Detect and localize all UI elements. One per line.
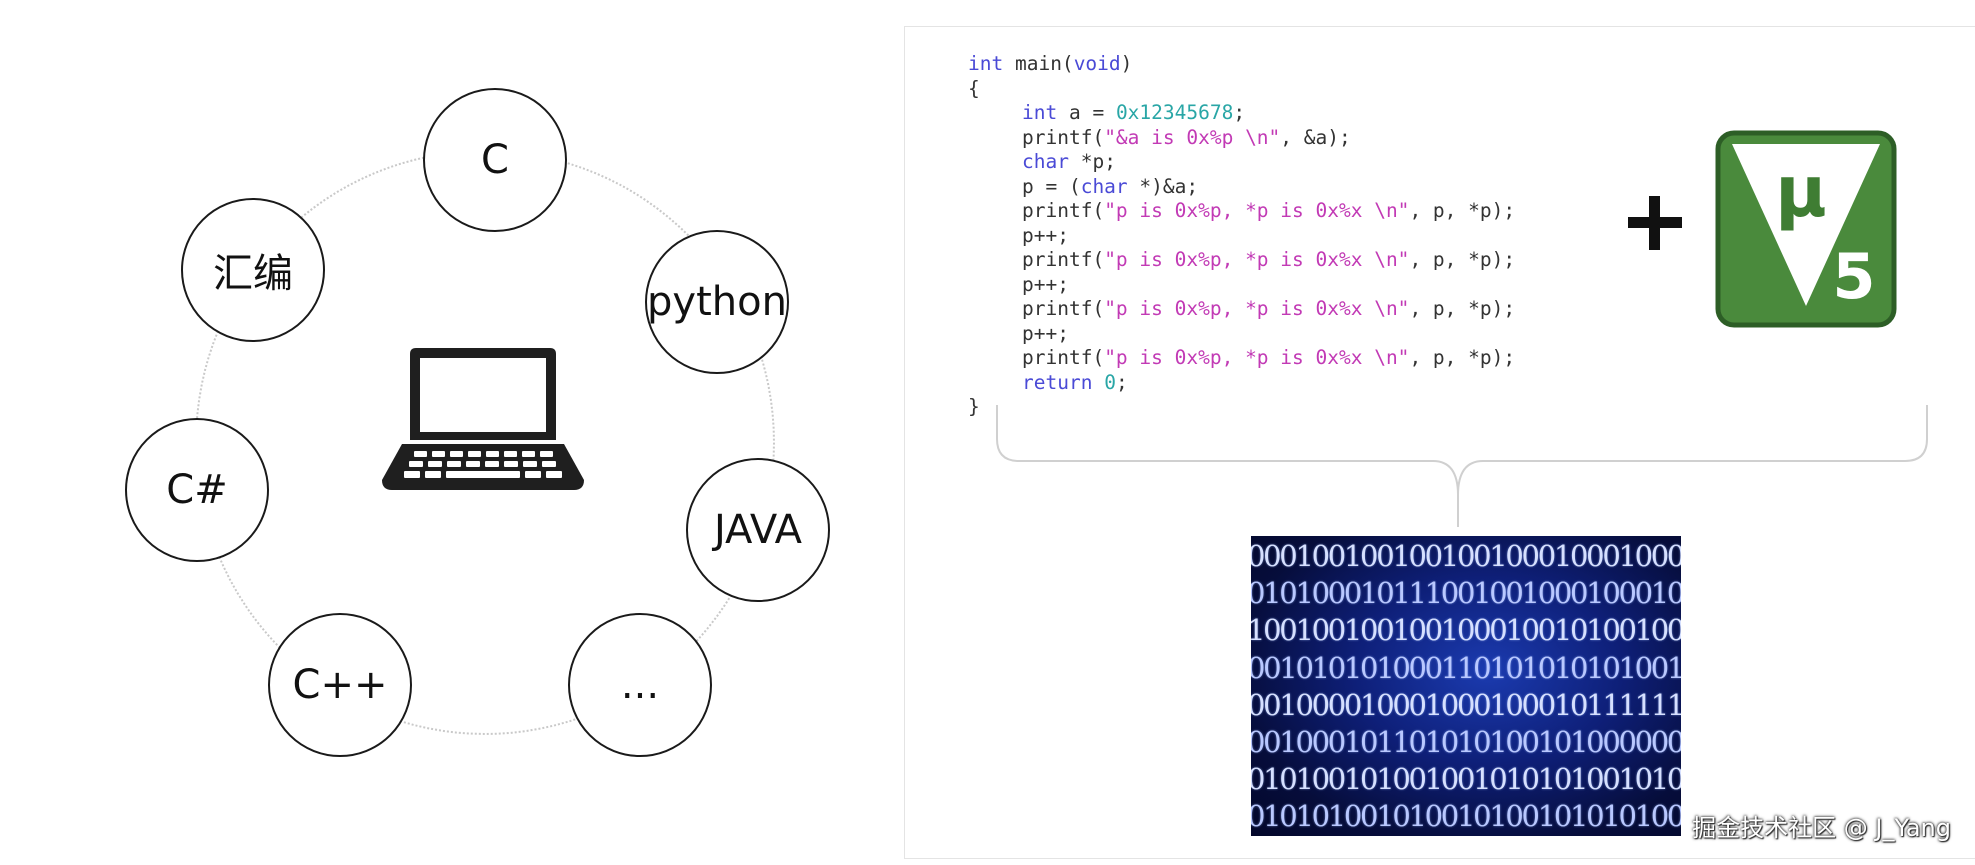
binary-row: 01010010100100101010100101010 — [1251, 762, 1681, 797]
laptop-icon — [382, 348, 584, 490]
lang-label-java: JAVA — [713, 507, 803, 553]
lang-node-java: JAVA — [686, 458, 830, 602]
code-line-5: char *p; — [1022, 150, 1116, 173]
code-line-3: int a = 0x12345678; — [1022, 101, 1246, 124]
binary-row: 00101010100011010101010100101 — [1251, 650, 1681, 685]
curly-brace-connector — [996, 405, 1928, 527]
code-line-4: printf("&a is 0x%p \n", &a); — [1022, 125, 1351, 149]
lang-node-cpp: C++ — [268, 613, 412, 757]
lang-node-python: python — [645, 230, 789, 374]
language-ring-diagram: C python JAVA ... C++ C# 汇编 — [0, 0, 900, 865]
lang-label-asm: 汇编 — [213, 251, 293, 297]
lang-node-asm: 汇编 — [181, 198, 325, 342]
code-line-12: p++; — [1022, 321, 1069, 345]
code-line-2: { — [968, 76, 980, 100]
code-line-14: return 0; — [1022, 370, 1128, 394]
binary-row: 00100001000100010001011111100 — [1251, 687, 1681, 722]
lang-label-cpp: C++ — [292, 662, 388, 708]
code-line-10: p++; — [1022, 272, 1069, 296]
binary-code-image: 00010010010010010001000100010 0101000101… — [1251, 536, 1681, 836]
code-line-7: printf("p is 0x%p, *p is 0x%x \n", p, *p… — [1022, 199, 1516, 222]
code-block: int main(void) { int a = 0x12345678; pri… — [968, 52, 1515, 420]
code-line-8: p++; — [1022, 223, 1069, 247]
binary-row: 00100010110101010010100000010 — [1251, 725, 1681, 760]
lang-label-csharp: C# — [166, 467, 228, 513]
watermark-text: 掘金技术社区 @ J_Yang — [1692, 814, 1951, 842]
binary-row: 10010010010010001001010010010 — [1251, 613, 1681, 648]
logo-five: 5 — [1832, 240, 1875, 313]
right-panel-frame — [904, 26, 1975, 859]
binary-row: 00010010010010010001000100010 — [1251, 539, 1681, 573]
code-line-6: p = (char *)&a; — [1022, 174, 1199, 198]
lang-node-csharp: C# — [125, 418, 269, 562]
binary-row: 01010001011100100100010001010 — [1251, 576, 1681, 611]
plus-icon — [1628, 196, 1682, 250]
code-line-1: int main(void) — [968, 52, 1133, 75]
uvision-logo-icon: μ 5 — [1715, 130, 1897, 328]
logo-mu: μ — [1775, 151, 1827, 233]
lang-node-more: ... — [568, 613, 712, 757]
lang-node-c: C — [423, 88, 567, 232]
lang-label-more: ... — [620, 662, 660, 708]
code-line-13: printf("p is 0x%p, *p is 0x%x \n", p, *p… — [1022, 346, 1516, 369]
code-line-11: printf("p is 0x%p, *p is 0x%x \n", p, *p… — [1022, 297, 1516, 320]
lang-label-c: C — [481, 137, 509, 183]
lang-label-python: python — [647, 279, 787, 325]
code-line-15: } — [968, 395, 980, 418]
code-line-9: printf("p is 0x%p, *p is 0x%x \n", p, *p… — [1022, 248, 1516, 271]
binary-row: 01010100101001010010101010001 — [1251, 799, 1681, 834]
